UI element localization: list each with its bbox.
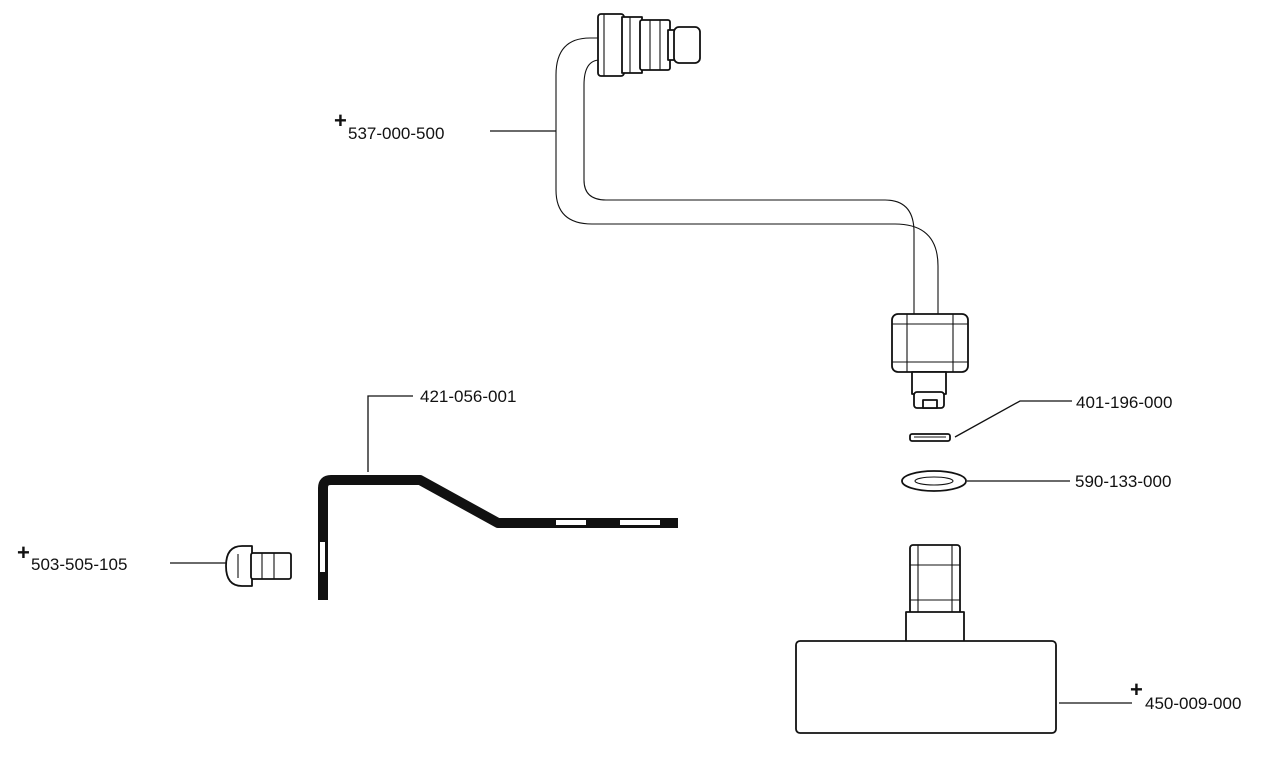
callout-450-009-000: + 450-009-000 (1130, 677, 1241, 713)
sensor-body (795, 544, 1057, 734)
callout-503-505-100: + 503-505-105 (17, 540, 127, 574)
washer (909, 433, 951, 442)
part-number-label: 590-133-000 (1075, 472, 1171, 491)
plus-marker: + (17, 540, 30, 565)
part-number-label: 503-505-105 (31, 555, 127, 574)
screw (225, 545, 292, 587)
callout-537-000-500: + 537-000-500 (334, 108, 444, 143)
plus-marker: + (334, 108, 347, 133)
callout-590-133-000: 590-133-000 (1075, 472, 1171, 491)
part-number-label: 450-009-000 (1145, 694, 1241, 713)
callout-421-056-001: 421-056-001 (420, 387, 516, 406)
part-number-label: 421-056-001 (420, 387, 516, 406)
o-ring (901, 470, 967, 492)
mounting-bracket (318, 475, 678, 600)
part-number-label: 537-000-500 (348, 124, 444, 143)
leader-lines (170, 130, 1132, 704)
part-number-label: 401-196-000 (1076, 393, 1172, 412)
pipe-assembly (555, 13, 969, 409)
callout-401-196-000: 401-196-000 (1076, 393, 1172, 412)
plus-marker: + (1130, 677, 1143, 702)
